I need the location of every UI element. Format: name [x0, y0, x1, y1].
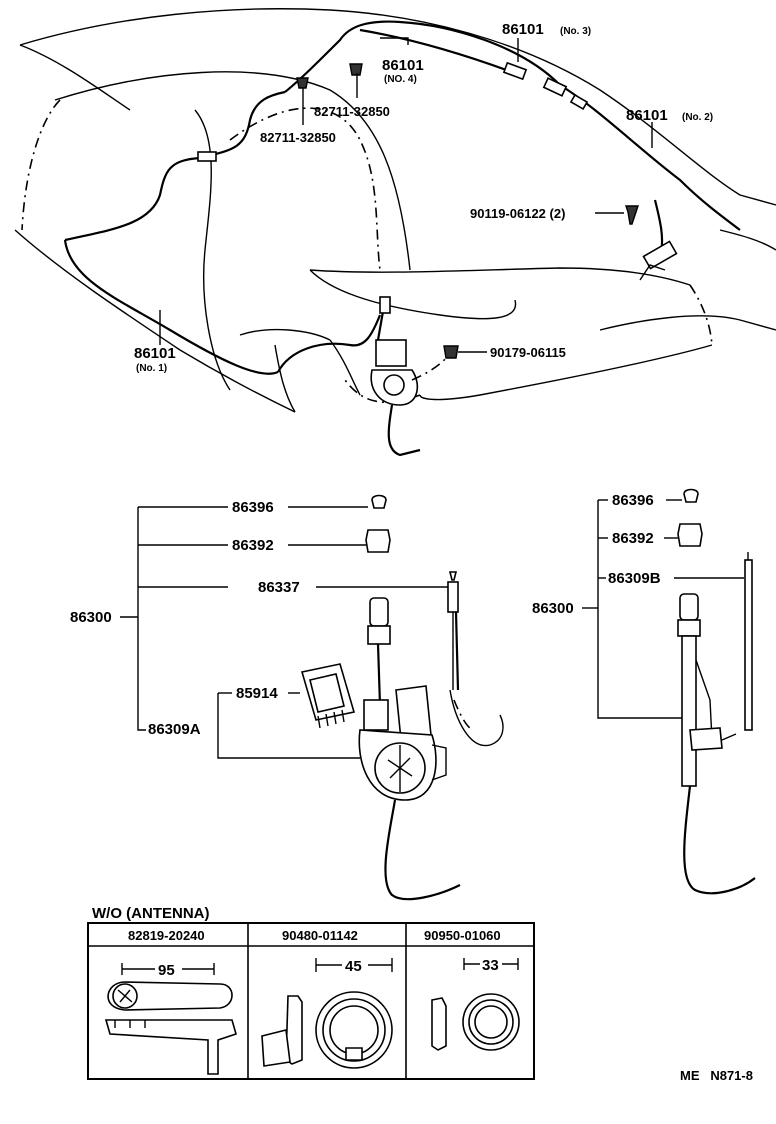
relay-85914 [300, 663, 356, 729]
top-leaders [159, 37, 653, 353]
top-labels: 86101 (No. 3) 86101 (NO. 4) 82711-32850 … [134, 21, 713, 374]
col1-part: 82819-20240 [128, 928, 205, 943]
label-90119: 90119-06122 (2) [470, 206, 565, 221]
antenna-rod-86337 [447, 571, 504, 747]
label-86101-no2-sub: (No. 2) [682, 112, 713, 123]
nut-86392-left [365, 529, 391, 553]
left-assembly: 86300 86396 86392 86337 85914 86309A [70, 494, 504, 901]
grommet-90950: 33 [431, 957, 520, 1051]
wo-table-title: W/O (ANTENNA) [92, 905, 209, 922]
label-86309B: 86309B [608, 570, 661, 587]
label-85914: 85914 [236, 685, 278, 702]
antenna-86309B [677, 552, 756, 895]
label-86309A: 86309A [148, 721, 201, 738]
wo-table: W/O (ANTENNA) 82819-20240 90480-01142 90… [87, 905, 535, 1080]
harness-connectors [197, 61, 678, 281]
cap-86396-left [371, 494, 387, 509]
label-82711-b: 82711-32850 [260, 130, 336, 145]
label-86101-no1: 86101 [134, 345, 176, 362]
col2-part: 90480-01142 [282, 928, 358, 943]
plug-82819: 95 [104, 962, 237, 1075]
label-86392-left: 86392 [232, 537, 274, 554]
label-82711-a: 82711-32850 [314, 104, 390, 119]
label-86300-right: 86300 [532, 600, 574, 617]
label-86101-no4-sub: (NO. 4) [384, 74, 417, 85]
grommet-90480: 45 [261, 958, 393, 1069]
label-86300-left: 86300 [70, 609, 112, 626]
dim-95: 95 [158, 962, 175, 979]
label-86396-right: 86396 [612, 492, 654, 509]
label-90179: 90179-06115 [490, 345, 566, 360]
label-86101-no2: 86101 [626, 107, 668, 124]
col3-part: 90950-01060 [424, 928, 501, 943]
label-86101-no1-sub: (No. 1) [136, 363, 167, 374]
nut-86392-right [677, 523, 703, 547]
label-86101-no3-sub: (No. 3) [560, 26, 591, 37]
label-86101-no3: 86101 [502, 21, 544, 38]
figure-code: ME N871-8 [680, 1068, 753, 1083]
label-86392-right: 86392 [612, 530, 654, 547]
label-86396-left: 86396 [232, 499, 274, 516]
clip-icons [296, 63, 639, 359]
cap-86396-right [683, 488, 699, 503]
label-86101-no4: 86101 [382, 57, 424, 74]
right-assembly: 86300 86396 86392 86309B [532, 488, 756, 895]
dim-33: 33 [482, 957, 499, 974]
label-86337: 86337 [258, 579, 300, 596]
dim-45: 45 [345, 958, 362, 975]
installed-antenna-motor [370, 296, 449, 457]
antenna-motor-86309A [358, 597, 461, 901]
